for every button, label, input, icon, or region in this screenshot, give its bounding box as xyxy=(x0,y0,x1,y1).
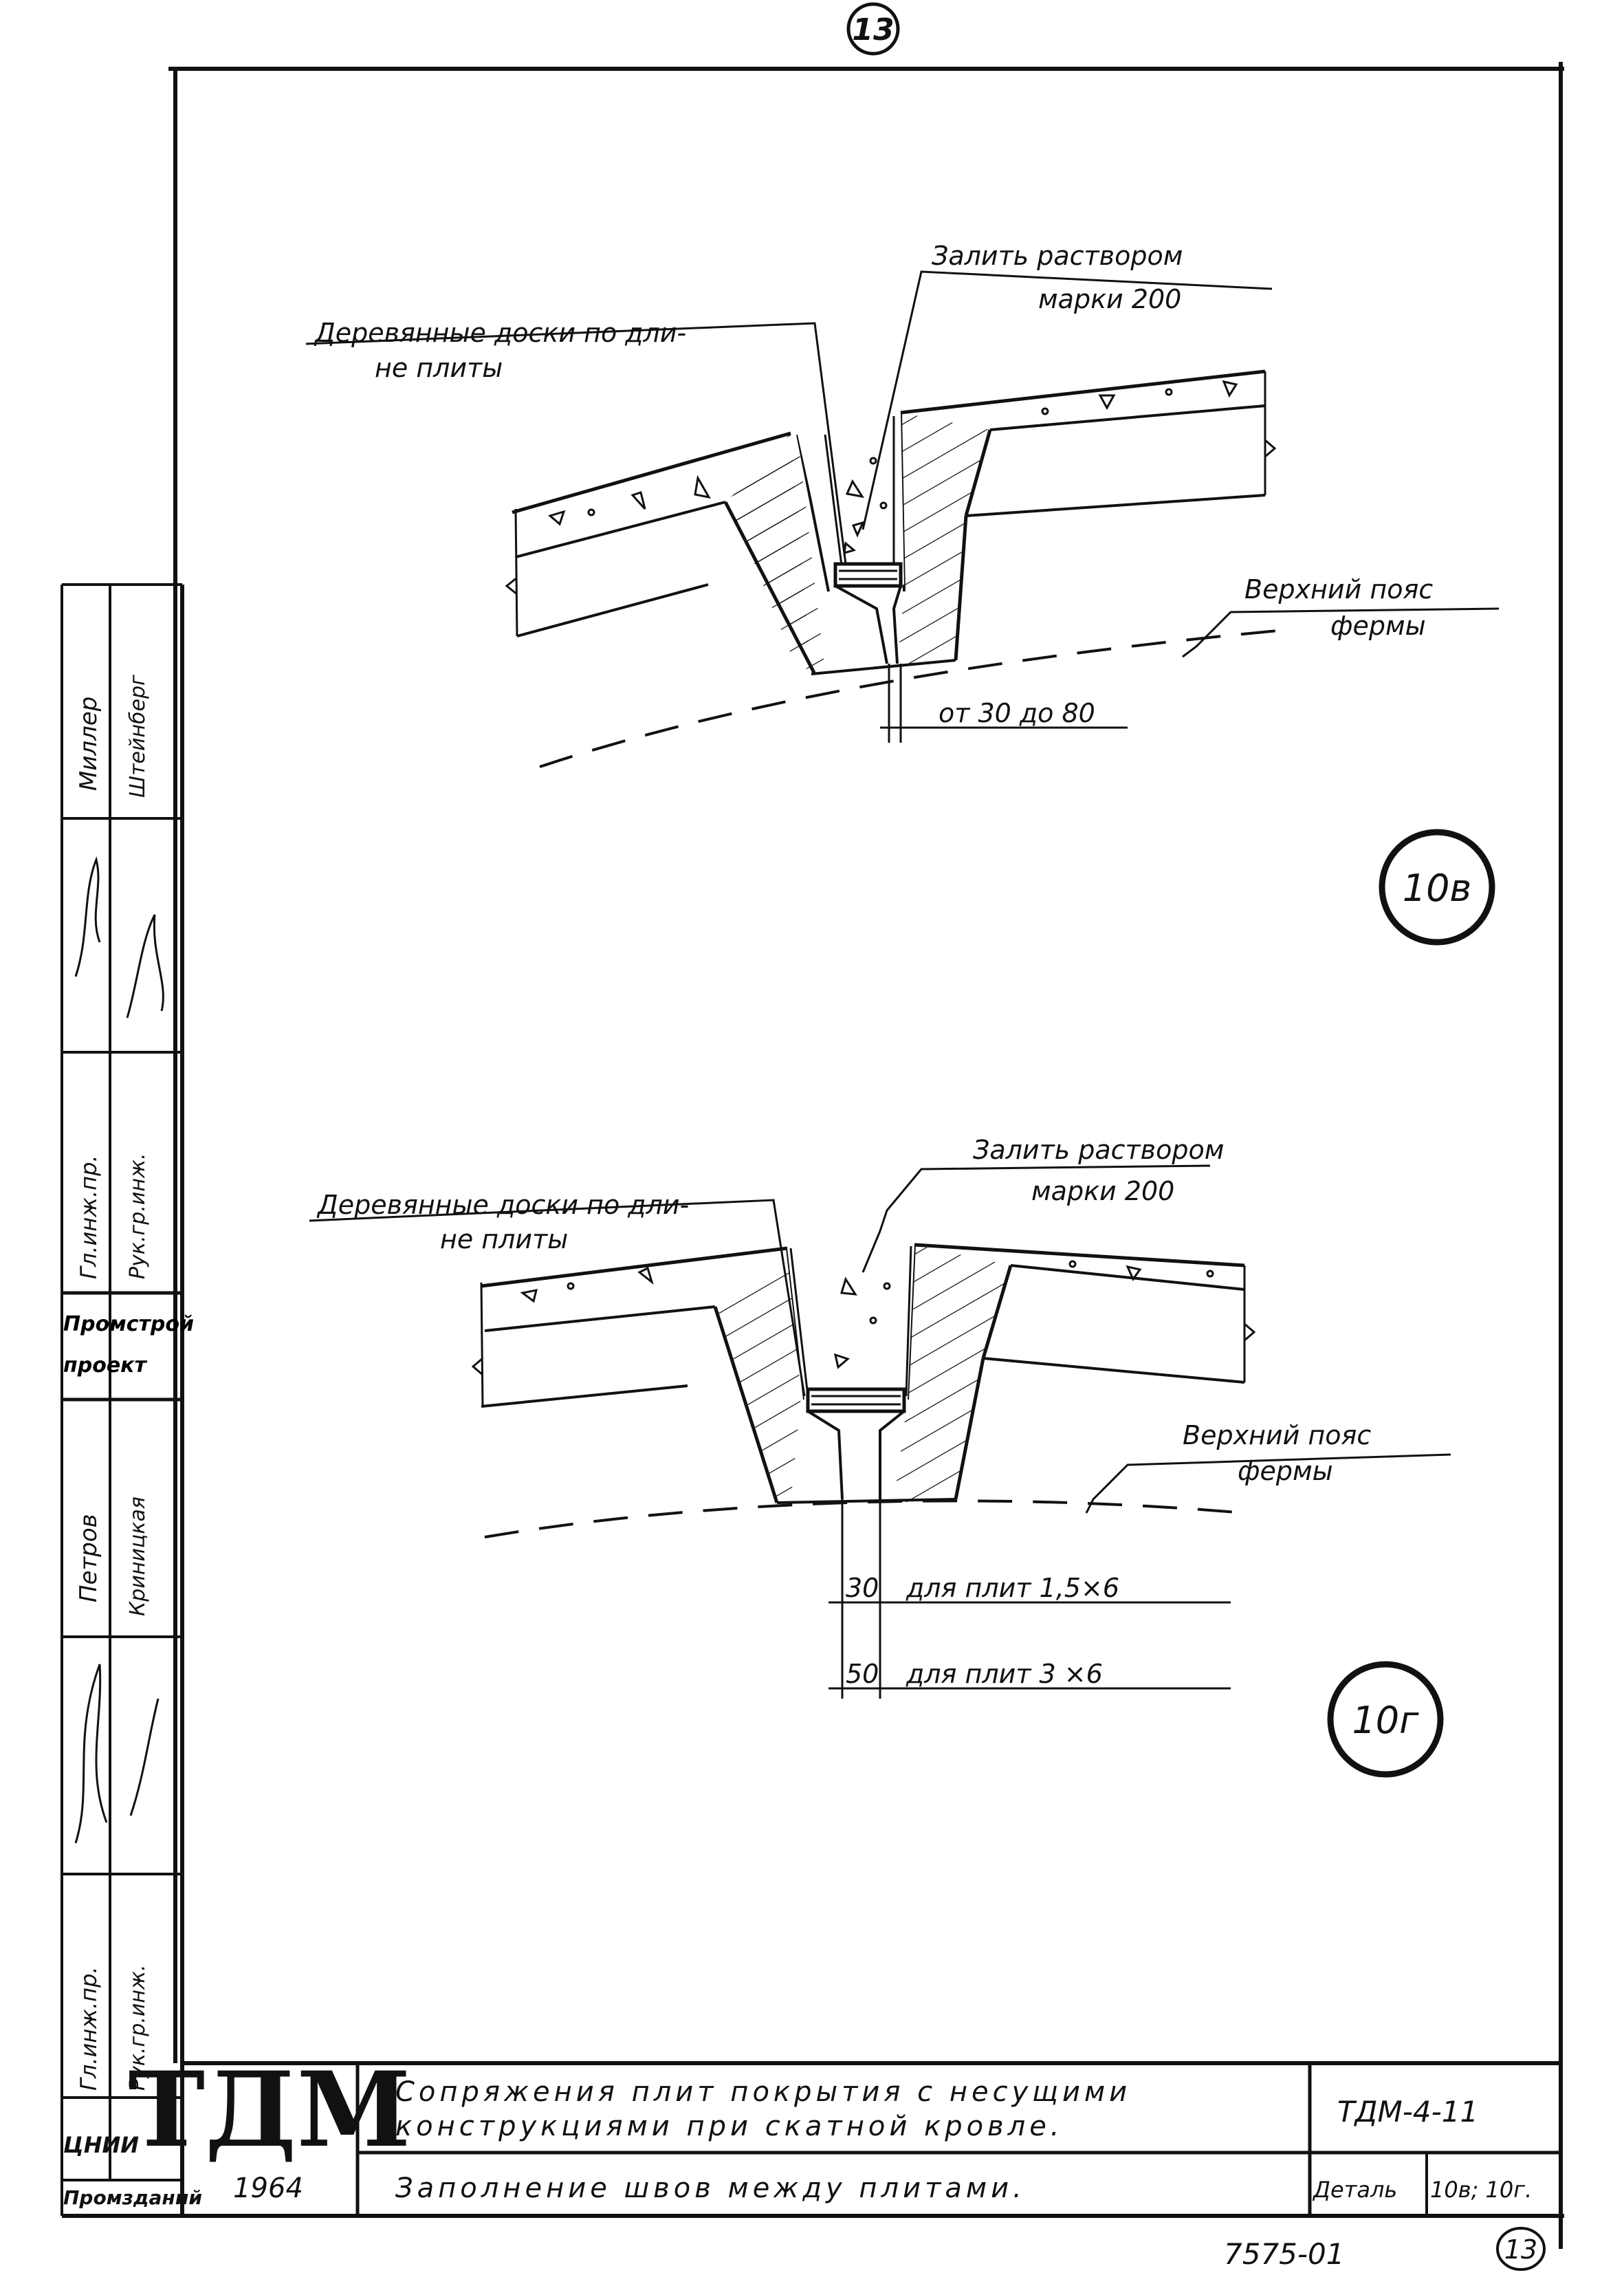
side-stamp-org-1: Промстрой xyxy=(63,1312,194,1336)
detail-10g-chord-label-2: фермы xyxy=(1238,1456,1333,1486)
detail-10v-mark-text: 10в xyxy=(1403,867,1472,910)
detail-10v-boards-label: Деревянные доски по дли- xyxy=(314,318,686,348)
detail-10v-mortar-label: Залить раствором xyxy=(932,241,1183,271)
title-block-logo: ТДМ xyxy=(128,2049,410,2170)
title-block-title-line2: конструкциями при скатной кровле. xyxy=(395,2111,1064,2142)
detail-10v-mortar-label-2: марки 200 xyxy=(1038,284,1181,314)
side-stamp-role-1: Гл.инж.пр. xyxy=(76,1155,102,1279)
detail-10v-section xyxy=(305,270,1500,768)
side-stamp-role-2: Рук.гр.инж. xyxy=(126,1153,150,1279)
detail-10g-section xyxy=(309,1164,1451,1699)
side-stamp-name-miller: Миллер xyxy=(75,697,102,791)
title-block-code: ТДМ-4-11 xyxy=(1337,2095,1478,2129)
title-block-subtitle: Заполнение швов между плитами. xyxy=(395,2173,1026,2204)
title-block-year: 1964 xyxy=(233,2173,303,2204)
detail-10g-chord-label: Верхний пояс xyxy=(1183,1420,1371,1450)
detail-10g-dim1-value: 30 xyxy=(846,1573,879,1603)
sheet-number-top: 13 xyxy=(846,2,900,56)
title-block-title-line1: Сопряжения плит покрытия с несущими xyxy=(395,2076,1131,2108)
detail-10g: Деревянные доски по дли- не плиты Залить… xyxy=(309,1135,1451,1778)
side-stamp-role-3: Гл.инж.пр. xyxy=(76,1966,102,2091)
side-stamp-org-4: Промзданий xyxy=(63,2186,202,2209)
side-stamp-name-krinitskaya: Криницкая xyxy=(126,1496,150,1616)
sheet-frame xyxy=(62,62,1564,2249)
detail-10v-dimension-label: от 30 до 80 xyxy=(939,698,1095,728)
detail-10v-mark: 10в xyxy=(1379,829,1495,946)
side-stamp-org-2: проект xyxy=(63,1353,148,1378)
detail-10g-dim2-value: 50 xyxy=(846,1659,879,1689)
title-block-detail-label: Деталь xyxy=(1312,2177,1397,2203)
side-stamp xyxy=(61,583,184,2216)
detail-10v-boards-label-2: не плиты xyxy=(375,353,503,383)
side-stamp-name-shteinberg: Штейнберг xyxy=(126,675,150,798)
page-number-text: 13 xyxy=(1504,2234,1537,2265)
side-stamp-name-petrov: Петров xyxy=(75,1514,102,1602)
detail-10g-boards-label: Деревянные доски по дли- xyxy=(316,1190,689,1220)
sheet-number-top-text: 13 xyxy=(852,12,894,47)
detail-10v-chord-label-2: фермы xyxy=(1330,611,1426,641)
footer-number: 7575-01 xyxy=(1224,2237,1345,2271)
detail-10v-chord-label: Верхний пояс xyxy=(1244,574,1433,605)
side-stamp-org-3: ЦНИИ xyxy=(63,2132,139,2158)
side-stamp-role-4: Рук.гр.инж. xyxy=(126,1964,150,2091)
detail-10v: Деревянные доски по дли- не плиты Залить… xyxy=(305,241,1500,946)
detail-10g-dim1-text: для плит 1,5×6 xyxy=(906,1573,1119,1603)
title-block-detail-value: 10в; 10г. xyxy=(1430,2177,1532,2203)
detail-10g-mark: 10г xyxy=(1327,1661,1444,1778)
detail-10g-boards-label-2: не плиты xyxy=(440,1224,568,1254)
page-number: 13 xyxy=(1496,2227,1546,2271)
title-block xyxy=(182,2061,1561,2216)
detail-10g-dim2-text: для плит 3 ×6 xyxy=(906,1659,1103,1689)
detail-10g-mortar-label: Залить раствором xyxy=(973,1135,1224,1165)
detail-10g-mortar-label-2: марки 200 xyxy=(1031,1176,1174,1206)
detail-10g-mark-text: 10г xyxy=(1352,1699,1419,1742)
